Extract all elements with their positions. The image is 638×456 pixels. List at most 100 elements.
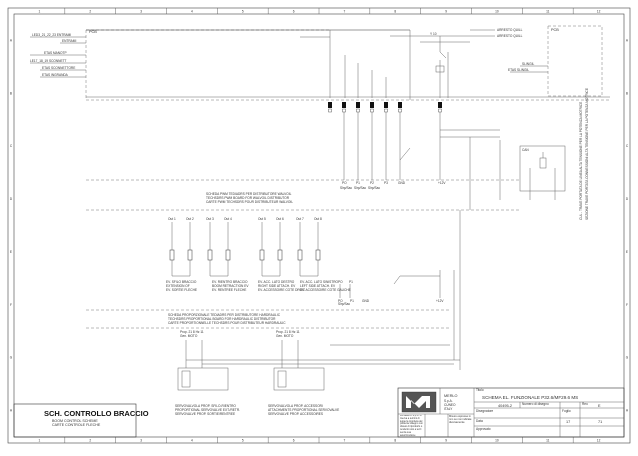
- row-label-left: H: [10, 409, 13, 413]
- input-label-1: LED3_21_22_23 ENTRAMI: [32, 33, 71, 37]
- svg-text:Prop. 21 8 Hz 11: Prop. 21 8 Hz 11: [276, 330, 300, 334]
- top-right-pcb-box: PCB SLINGIL ETAS SLINGIL: [508, 25, 603, 97]
- connector-pin: [384, 108, 388, 113]
- svg-text:P1: P1: [349, 280, 353, 284]
- svg-text:Numero di disegno: Numero di disegno: [522, 402, 549, 406]
- column-label-top: 7: [344, 10, 346, 14]
- coil-symbol: [169, 249, 175, 261]
- pwm-output-label: Out 1: [168, 217, 176, 221]
- row-label-right: H: [626, 409, 629, 413]
- connector-pin: [398, 108, 402, 113]
- schema-title: SCHEMA EL. FUNZIONALE P32.6/MF29.6 MS: [482, 395, 578, 400]
- svg-text:PO: PO: [338, 280, 343, 284]
- row-label-left: F: [10, 303, 12, 307]
- svg-text:CUNEO: CUNEO: [444, 403, 456, 407]
- row-label-right: B: [626, 91, 628, 95]
- sheet-frame: [7, 7, 631, 444]
- row-label-right: C: [626, 144, 629, 148]
- svg-text:Gen. MOTO: Gen. MOTO: [276, 334, 294, 338]
- right-output-2: ETAS SLINGIL: [508, 68, 529, 72]
- column-label-bottom: 10: [495, 439, 499, 443]
- svg-text:P1: P1: [356, 181, 360, 185]
- proportional-valve-1: Prop. 21 8 Hz 11 Gen. MOTO SERVOVALVOLA …: [175, 330, 240, 416]
- proportional-valve-2: Prop. 21 8 Hz 11 Gen. MOTO SERVOVALVOLA …: [268, 330, 339, 416]
- svg-text:EV. SORTIE FLECHE: EV. SORTIE FLECHE: [166, 288, 197, 292]
- column-label-bottom: 12: [597, 439, 601, 443]
- top-left-inputs: LED3_21_22_23 ENTRAMI ENTRAMI ETAS MANOT…: [30, 33, 86, 78]
- svg-text:LEFT SIDE ATTACH. EV: LEFT SIDE ATTACH. EV: [300, 284, 336, 288]
- svg-text:CUL - TRAVE PORTATA DE LINEA A: CUL - TRAVE PORTATA DE LINEA ALTA TENSIO…: [579, 102, 583, 220]
- connector-row-top: [328, 102, 442, 113]
- pwm-output-label: Out 7: [296, 217, 304, 221]
- svg-text:CAN: CAN: [522, 148, 529, 152]
- mid-board-dashed: [86, 179, 520, 211]
- column-label-bottom: 11: [546, 439, 550, 443]
- coil-symbol: [187, 249, 193, 261]
- row-label-left: D: [10, 197, 13, 201]
- coil-symbol: [297, 249, 303, 261]
- column-label-top: 9: [445, 10, 447, 14]
- column-label-bottom: 7: [344, 439, 346, 443]
- column-label-top: 2: [89, 10, 91, 14]
- top-bus: ARRESTO QUILL ARRESTO QUILL Y 10: [86, 28, 523, 100]
- input-label-4: LE17_18_19 SCONNETT: [30, 59, 67, 63]
- svg-text:ATTACHMENTS PROPORTIONAL SERVO: ATTACHMENTS PROPORTIONAL SERVOVALVE: [268, 408, 339, 412]
- svg-text:S.p.A.: S.p.A.: [444, 399, 453, 403]
- svg-text:Slrp/Sac: Slrp/Sac: [368, 186, 380, 190]
- pwm-output-label: Out 8: [314, 217, 322, 221]
- input-label-6: ETAS INGRANDA: [42, 73, 69, 77]
- coil-symbol: [225, 249, 231, 261]
- connector-terminal: [356, 102, 360, 108]
- svg-text:P3: P3: [384, 181, 388, 185]
- svg-text:PO: PO: [342, 181, 347, 185]
- right-input-2: ARRESTO QUILL: [497, 34, 523, 38]
- svg-text:PCB: PCB: [551, 28, 559, 32]
- ev-group-4: EV. ACC. LATO SINISTRO: [300, 280, 339, 284]
- sheet-number: 17: [566, 420, 570, 424]
- svg-text:Rev.: Rev.: [582, 402, 588, 406]
- connector-terminal: [384, 102, 388, 108]
- sheet-title-box: SCH. CONTROLLO BRACCIO BOOM CONTROL SCHE…: [13, 403, 149, 438]
- pwm-output-label: Out 3: [206, 217, 214, 221]
- top-to-mid-wires: [343, 112, 500, 210]
- row-label-left: G: [10, 356, 13, 360]
- column-label-bottom: 6: [293, 439, 295, 443]
- column-label-top: 5: [242, 10, 244, 14]
- connector-pin: [438, 108, 442, 113]
- lower-board-heading: SCHEDA PROPORZIONALE TEDIADRS PER DISTRI…: [168, 313, 286, 325]
- svg-text:CARTE PROPORTIONNELLE TECHSDRS: CARTE PROPORTIONNELLE TECHSDRS POUR DIST…: [168, 321, 286, 325]
- top-wire-bundle: [86, 30, 610, 101]
- svg-text:BOOM RETRACTION EV: BOOM RETRACTION EV: [212, 284, 249, 288]
- svg-text:Disegnatore: Disegnatore: [476, 409, 493, 413]
- servovalve-2-label: SERVOVALVOLA PROP. ACCESSORI: [268, 404, 323, 408]
- svg-text:RIGHT SIDE ATTACH. EV: RIGHT SIDE ATTACH. EV: [258, 284, 296, 288]
- svg-text:+12V: +12V: [438, 181, 446, 185]
- svg-text:SERVOVALVE PROP. ACCESSOIRES: SERVOVALVE PROP. ACCESSOIRES: [268, 412, 323, 416]
- connector-pin: [370, 108, 374, 113]
- revision: E: [598, 404, 601, 408]
- svg-text:PROPORTIONAL SERVOVALVE EXT./R: PROPORTIONAL SERVOVALVE EXT./RETR.: [175, 408, 240, 412]
- connector-pin: [342, 108, 346, 113]
- ev-group-2: EV. RIENTRO BRACCIO: [212, 280, 248, 284]
- right-output-1: SLINGIL: [522, 62, 534, 66]
- input-label-3: ETAS MANOTP: [44, 51, 67, 55]
- pwm-output-label: Out 6: [276, 217, 284, 221]
- svg-text:SERVOVALVE PROP. SORTIE/RENTRE: SERVOVALVE PROP. SORTIE/RENTREE: [175, 412, 235, 416]
- connector-terminal: [328, 102, 332, 108]
- input-label-2: ENTRAMI: [62, 39, 76, 43]
- column-label-top: 10: [495, 10, 499, 14]
- row-label-left: A: [10, 38, 13, 42]
- column-label-bottom: 3: [140, 439, 142, 443]
- svg-text:Titolo: Titolo: [476, 388, 484, 392]
- svg-text:GND: GND: [362, 299, 370, 303]
- lower-bus: [186, 344, 460, 365]
- connector-terminal: [398, 102, 402, 108]
- servovalve-1-label: SERVOVALVOLA PROP. SFILO-RIENTRO: [175, 404, 236, 408]
- sheet-subtitle-1: BOOM CONTROL SCHEME: [52, 419, 98, 423]
- svg-text:Gen. MOTO: Gen. MOTO: [180, 334, 198, 338]
- svg-text:P2: P2: [370, 181, 374, 185]
- svg-text:P1: P1: [350, 299, 354, 303]
- svg-text:SEZIONE TRAVE PORTATA CONNESSI: SEZIONE TRAVE PORTATA CONNESSIONI ALTA T…: [585, 88, 589, 220]
